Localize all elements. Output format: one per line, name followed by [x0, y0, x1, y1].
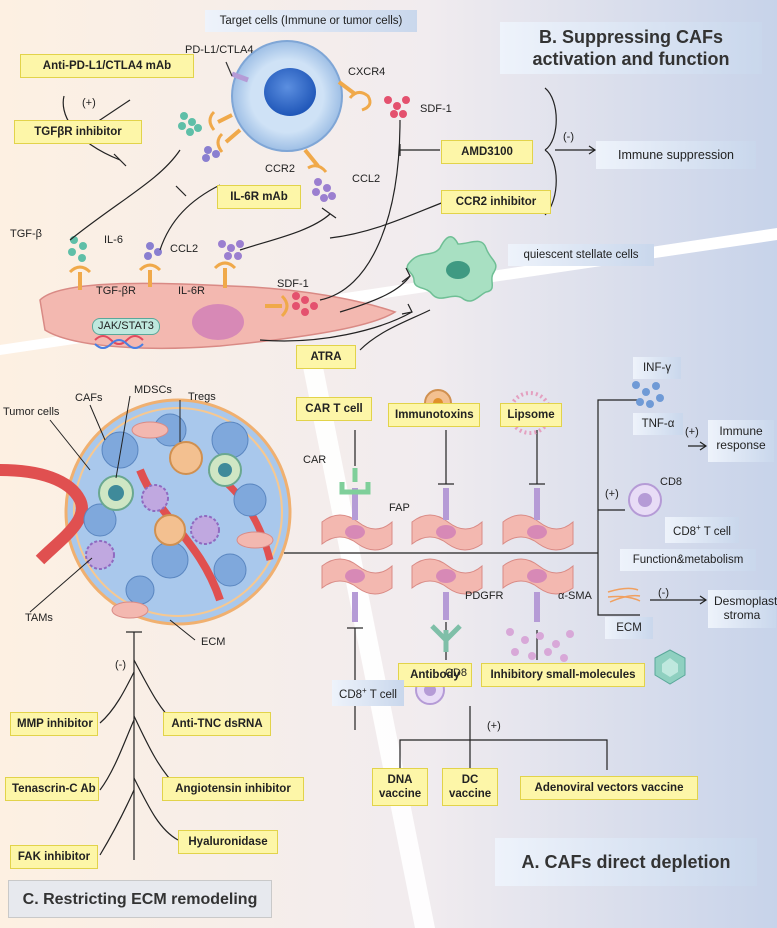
il6r-label: IL-6R: [178, 285, 205, 297]
il6r-target-receptor: [224, 128, 242, 144]
minus-label-c: (-): [115, 659, 126, 671]
plus-label-bottom: (+): [487, 720, 501, 732]
cd8-t-cell-left-box: CD8+ T cell: [332, 680, 404, 706]
sdf1-cluster-top: [384, 96, 410, 118]
section-c-title: C. Restricting ECM remodeling: [8, 880, 272, 918]
il6-label: IL-6: [104, 234, 123, 246]
ecm-fibers-icon: [607, 587, 641, 603]
il6-cluster-target: [202, 146, 220, 162]
function-metabolism-box: Function&metabolism: [620, 549, 756, 571]
tgfb-label: TGF-β: [10, 228, 42, 240]
tnf-alpha-box: TNF-α: [633, 413, 683, 435]
ccr2-receptor: [303, 148, 320, 168]
cxcr4-receptor: [337, 80, 357, 96]
car-receptor: [339, 482, 371, 495]
adenoviral-vectors-vaccine-box: Adenoviral vectors vaccine: [520, 776, 698, 800]
target-cells-label: Target cells (Immune or tumor cells): [205, 10, 417, 32]
mmp-inhibitor-box: MMP inhibitor: [10, 712, 98, 736]
cd8-label-bottom: CD8: [445, 667, 468, 679]
inhibitory-small-molecules-box: Inhibitory small-molecules: [481, 663, 645, 687]
car-t-cell-box: CAR T cell: [296, 397, 372, 421]
cd8-label: CD8: [660, 476, 683, 488]
tregs-label: Tregs: [188, 391, 216, 403]
car-label: CAR: [303, 454, 327, 466]
amd3100-box: AMD3100: [441, 140, 533, 164]
dc-vaccine-box: DC vaccine: [442, 768, 498, 806]
minus-label-ecm: (-): [658, 587, 669, 599]
mdscs-label: MDSCs: [134, 384, 172, 396]
minus-label-b: (-): [563, 131, 574, 143]
ccl2-cluster-right: [312, 178, 336, 202]
caf-receptors-top: [68, 261, 289, 318]
tumor-callout-lines: [29, 395, 196, 641]
plus-label-inf: (+): [685, 426, 699, 438]
target-cell: [231, 40, 343, 152]
jak-stat3-label: JAK/STAT3: [92, 318, 160, 335]
tenascrin-c-ab-box: Tenascrin-C Ab: [5, 777, 99, 801]
sdf1-label-mid: SDF-1: [277, 278, 309, 290]
immunotoxins-box: Immunotoxins: [388, 403, 480, 427]
quiescent-stellate-cells-box: quiescent stellate cells: [508, 244, 654, 266]
cxcr4-label: CXCR4: [348, 66, 386, 78]
cd8-t-cell-box: CD8+ T cell: [665, 517, 739, 543]
atra-box: ATRA: [296, 345, 356, 369]
anti-pdl1-ctla4-box: Anti-PD-L1/CTLA4 mAb: [20, 54, 194, 78]
immune-response-box: Immune response: [708, 420, 774, 462]
plus-label-cd8: (+): [605, 488, 619, 500]
section-a-caf-cells: [321, 514, 574, 595]
ccl2-label-right: CCL2: [352, 173, 381, 185]
ccr2-inhibitor-box: CCR2 inhibitor: [441, 190, 551, 214]
quiescent-stellate-cell: [406, 236, 497, 302]
ecm-box: ECM: [605, 617, 653, 639]
pdl1-receptor: [231, 71, 249, 83]
pdgfr-label: PDGFR: [465, 590, 504, 602]
ecm-label: ECM: [201, 636, 226, 648]
sdf1-label-top: SDF-1: [420, 103, 452, 115]
tgfbr-label: TGF-βR: [96, 285, 136, 297]
section-a-inhibit-lines: [347, 430, 608, 770]
hyaluronidase-box: Hyaluronidase: [178, 830, 278, 854]
fap-label: FAP: [389, 502, 410, 514]
pdl1-label: PD-L1/CTLA4: [185, 44, 254, 56]
tgfbr-inhibitor-box: TGFβR inhibitor: [14, 120, 142, 144]
section-b-title: B. Suppressing CAFs activation and funct…: [500, 22, 762, 74]
tumor-cells-label: Tumor cells: [3, 406, 60, 418]
tams-label: TAMs: [25, 612, 53, 624]
tgfb-cluster-target: [178, 112, 202, 136]
pdl1-block-line: [225, 61, 233, 77]
tgfb-cluster-caf: [68, 236, 87, 262]
ccl2-cluster-caf: [218, 240, 244, 260]
desmoplastic-stroma-box: Desmoplastic stroma: [708, 590, 777, 628]
anti-tnc-dsrna-box: Anti-TNC dsRNA: [163, 712, 271, 736]
inf-gamma-box: INF-γ: [633, 357, 681, 379]
antibody-box: Antibody: [398, 663, 472, 687]
ccl2-label-left: CCL2: [170, 243, 199, 255]
il6r-mab-box: IL-6R mAb: [217, 185, 301, 209]
fak-inhibitor-box: FAK inhibitor: [10, 845, 98, 869]
small-molecules: [506, 628, 574, 662]
lipsome-box: Lipsome: [500, 403, 562, 427]
antibody-shape: [430, 624, 462, 652]
immune-suppression-box: Immune suppression: [596, 141, 756, 169]
alpha-sma-label: α-SMA: [558, 590, 592, 602]
plus-label-top: (+): [82, 97, 96, 109]
sdf1-cluster-caf: [292, 292, 318, 316]
ccr2-label: CCR2: [265, 163, 295, 175]
section-a-title: A. CAFs direct depletion: [495, 838, 757, 886]
cytokine-cluster: [632, 381, 664, 408]
tgfbr-target-receptor: [217, 113, 233, 124]
dna-vaccine-box: DNA vaccine: [372, 768, 428, 806]
tumor-inner-cells: [83, 413, 274, 619]
angiotensin-inhibitor-box: Angiotensin inhibitor: [162, 777, 304, 801]
cafs-label: CAFs: [75, 392, 103, 404]
blood-vessel: [0, 464, 88, 565]
